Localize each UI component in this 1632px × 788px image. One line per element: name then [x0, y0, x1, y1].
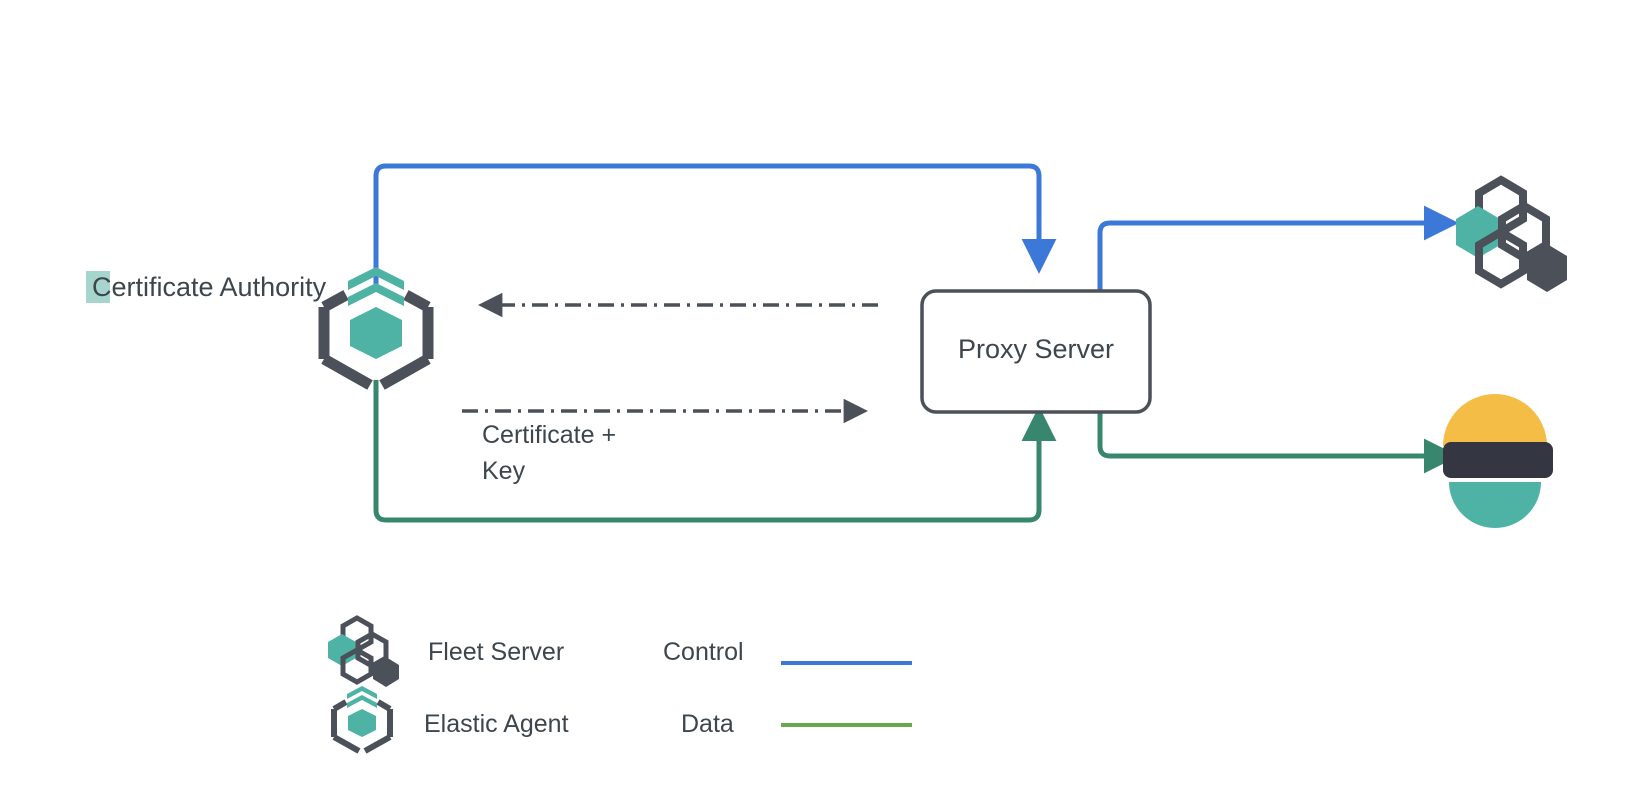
node-certificate-authority[interactable]: Certificate Authority: [86, 267, 434, 390]
fleet-server-icon: [1456, 175, 1567, 292]
legend-item-control: Control: [663, 638, 912, 666]
edge-agent-to-proxy-certificate: Certificate + Key: [462, 398, 869, 485]
legend-item-elastic-agent: Elastic Agent: [331, 686, 569, 754]
elasticsearch-bottom-arc: [1449, 482, 1541, 528]
legend-fleet-hexagon-teal: [328, 634, 356, 666]
data-line-agent-proxy: [373, 380, 1057, 523]
agent-chevron-lower: [348, 283, 404, 306]
legend-fleet-hexagon-bottom: [340, 647, 374, 685]
fleet-hexagon-teal: [1456, 206, 1500, 258]
edge-agent-to-proxy-control: [373, 163, 1057, 290]
legend-fleet-hexagon-dark: [373, 657, 399, 687]
legend-item-data: Data: [681, 710, 912, 738]
elasticsearch-top-arc: [1443, 394, 1547, 446]
legend-agent-chevron-lower: [347, 695, 377, 708]
ca-label-selection-highlight: [86, 271, 110, 303]
control-line-proxy-fleet: [1097, 205, 1459, 290]
control-line-agent-proxy: [373, 163, 1057, 290]
elastic-agent-icon: [318, 267, 434, 390]
agent-chevron-upper: [348, 267, 404, 290]
legend-label-elastic-agent: Elastic Agent: [424, 710, 569, 738]
edge-label-certificate-line1: Certificate +: [482, 421, 616, 449]
edge-agent-to-proxy-data: [373, 380, 1057, 523]
fleet-hexagon-bottom: [1475, 227, 1527, 289]
legend: Fleet Server Elasti: [328, 615, 912, 754]
edge-proxy-to-elasticsearch-data: [1097, 400, 1459, 474]
elasticsearch-icon: [1443, 394, 1553, 528]
node-fleet-server[interactable]: [1456, 175, 1567, 292]
proxy-server-box[interactable]: [920, 289, 1152, 414]
legend-fleet-server-icon: [328, 615, 399, 687]
legend-label-data: Data: [681, 710, 734, 738]
legend-elastic-agent-icon: [331, 686, 393, 754]
node-label-certificate-authority: Certificate Authority: [92, 272, 327, 302]
legend-label-fleet-server: Fleet Server: [428, 638, 564, 666]
agent-core-hexagon: [350, 307, 402, 359]
legend-agent-core-hexagon: [348, 709, 376, 737]
node-elasticsearch[interactable]: [1443, 394, 1553, 528]
legend-item-fleet-server: Fleet Server: [328, 615, 564, 687]
node-label-proxy-server: Proxy Server: [958, 334, 1114, 364]
edge-proxy-to-fleet-control: [1097, 205, 1459, 290]
legend-agent-chevron-upper: [347, 686, 377, 699]
data-line-proxy-elasticsearch: [1097, 400, 1459, 474]
legend-label-control: Control: [663, 638, 744, 666]
fleet-hexagon-dark: [1527, 244, 1567, 292]
elasticsearch-center-bar: [1443, 442, 1553, 478]
node-proxy-server[interactable]: Proxy Server: [920, 289, 1152, 414]
edge-label-certificate-line2: Key: [482, 457, 526, 485]
